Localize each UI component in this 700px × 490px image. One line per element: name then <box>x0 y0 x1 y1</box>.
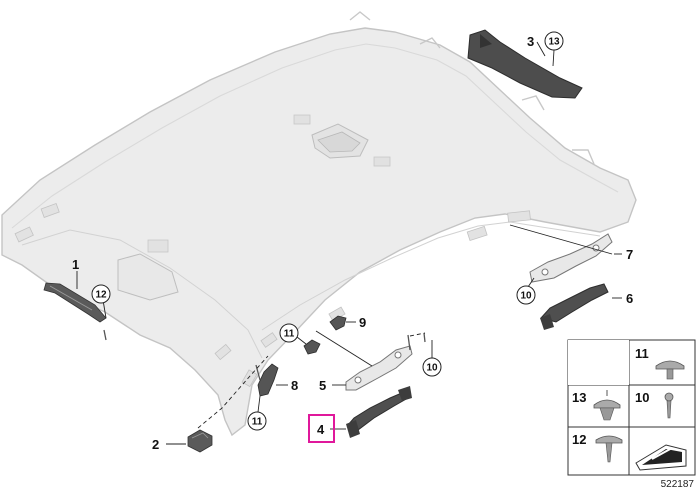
part-2-clip <box>187 429 213 453</box>
legend-part-11-icon <box>655 360 685 380</box>
highlight-box-part-4 <box>308 414 335 443</box>
callout-11-circle-b: 11 <box>247 411 267 431</box>
svg-text:12: 12 <box>95 290 107 301</box>
callout-13-circle: 13 <box>544 31 564 51</box>
callout-2: 2 <box>152 437 159 452</box>
fastener-legend: 11 13 10 12 <box>567 339 696 476</box>
headliner <box>1 11 637 437</box>
part-6-grab-handle <box>540 283 609 330</box>
callout-3: 3 <box>527 34 534 49</box>
part-8-bracket <box>257 363 279 397</box>
svg-text:11: 11 <box>252 417 263 428</box>
reference-number: 522187 <box>661 479 695 490</box>
callout-5: 5 <box>319 378 326 393</box>
legend-part-10-icon <box>664 392 674 419</box>
legend-label-11: 11 <box>635 346 649 361</box>
svg-text:11: 11 <box>284 329 295 340</box>
part-3-rear-trim <box>467 29 583 99</box>
legend-label-10: 10 <box>635 390 649 405</box>
dashed-lines <box>197 332 426 429</box>
callout-labels: 1 2 3 4 5 6 7 8 9 <box>72 34 633 452</box>
part-4-grab-handle <box>346 386 412 438</box>
callout-10-circle-a: 10 <box>516 285 536 305</box>
callout-1: 1 <box>72 257 79 272</box>
legend-part-12-icon <box>595 435 623 463</box>
svg-text:13: 13 <box>548 37 560 48</box>
callout-8: 8 <box>291 378 298 393</box>
circled-callouts: 12 13 10 10 11 11 <box>91 31 564 431</box>
legend-arrow-icon <box>635 444 687 471</box>
part-5-bracket <box>345 345 413 391</box>
callout-12-circle: 12 <box>91 284 111 304</box>
callout-11-circle-a: 11 <box>279 323 299 343</box>
callout-7: 7 <box>626 247 633 262</box>
callout-9: 9 <box>359 315 366 330</box>
callout-4: 4 <box>317 422 325 437</box>
svg-text:10: 10 <box>520 291 532 302</box>
callout-10-circle-b: 10 <box>422 357 442 377</box>
part-7-bracket <box>529 233 613 283</box>
svg-text:10: 10 <box>426 363 438 374</box>
legend-part-13-icon <box>593 390 621 421</box>
fasteners <box>103 329 426 381</box>
part-1-bracket <box>43 282 107 323</box>
legend-label-13: 13 <box>572 390 586 405</box>
callout-6: 6 <box>626 291 633 306</box>
legend-label-12: 12 <box>572 432 586 447</box>
part-9-bracket <box>303 315 347 355</box>
